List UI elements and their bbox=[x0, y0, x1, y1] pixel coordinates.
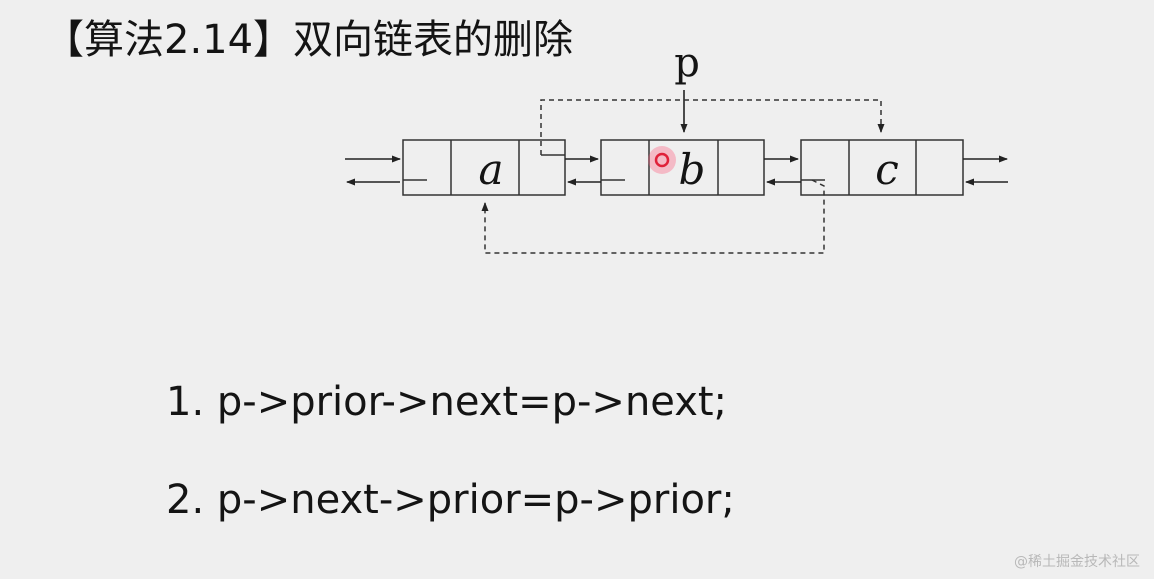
watermark: @稀土掘金技术社区 bbox=[1014, 554, 1140, 570]
left-external-arrows bbox=[345, 155, 401, 186]
pointer-label-p: p bbox=[674, 40, 700, 86]
dashed-link-c-prior-to-a bbox=[481, 179, 825, 254]
node-b: b bbox=[600, 139, 765, 196]
node-a-value: a bbox=[478, 145, 503, 194]
node-b-value: b bbox=[679, 145, 706, 194]
node-c: c bbox=[800, 139, 964, 196]
b-c-arrows bbox=[764, 155, 801, 186]
dashed-link-a-next-to-c bbox=[540, 99, 885, 155]
right-external-arrows bbox=[963, 155, 1008, 186]
code-line-2: 2. p->next->prior=p->prior; bbox=[166, 477, 735, 523]
node-a: a bbox=[402, 139, 566, 196]
slide-title: 【算法2.14】双向链表的删除 bbox=[44, 17, 574, 63]
node-c-value: c bbox=[875, 145, 899, 194]
a-b-arrows bbox=[565, 155, 601, 186]
highlight-cursor bbox=[648, 146, 676, 174]
code-line-1: 1. p->prior->next=p->next; bbox=[166, 379, 728, 425]
